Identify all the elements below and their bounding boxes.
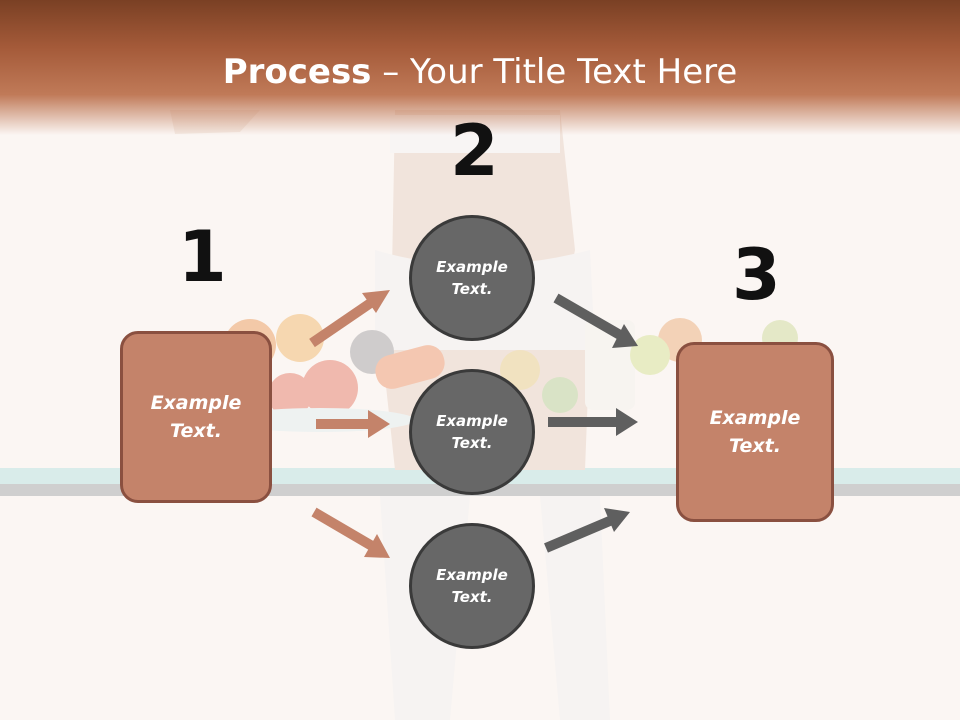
arrow-right-down bbox=[544, 508, 630, 553]
title-bar bbox=[0, 0, 960, 135]
arrow-left-down bbox=[311, 507, 390, 558]
box-left-line2: Text. bbox=[170, 420, 222, 442]
circle-bottom-line1: Example bbox=[436, 565, 508, 584]
circle-top-line2: Text. bbox=[451, 280, 493, 298]
slide-title: Process – Your Title Text Here bbox=[0, 52, 960, 92]
step-number-3: 3 bbox=[732, 234, 781, 316]
circle-middle-line2: Text. bbox=[451, 434, 493, 452]
circle-middle-line1: Example bbox=[436, 411, 508, 430]
step-number-2: 2 bbox=[450, 110, 499, 192]
circle-top-line1: Example bbox=[436, 257, 508, 276]
title-rest: – Your Title Text Here bbox=[371, 52, 738, 92]
arrow-right-middle bbox=[548, 408, 638, 436]
arrow-right-up bbox=[553, 293, 638, 348]
title-bold: Process bbox=[222, 52, 372, 92]
box-left-line1: Example bbox=[150, 391, 242, 414]
arrow-left-up bbox=[309, 290, 390, 348]
arrow-left-middle bbox=[316, 410, 390, 438]
circle-bottom-line2: Text. bbox=[451, 588, 493, 606]
step-number-1: 1 bbox=[178, 216, 227, 298]
box-right-line2: Text. bbox=[729, 435, 781, 457]
box-right-line1: Example bbox=[709, 406, 801, 429]
